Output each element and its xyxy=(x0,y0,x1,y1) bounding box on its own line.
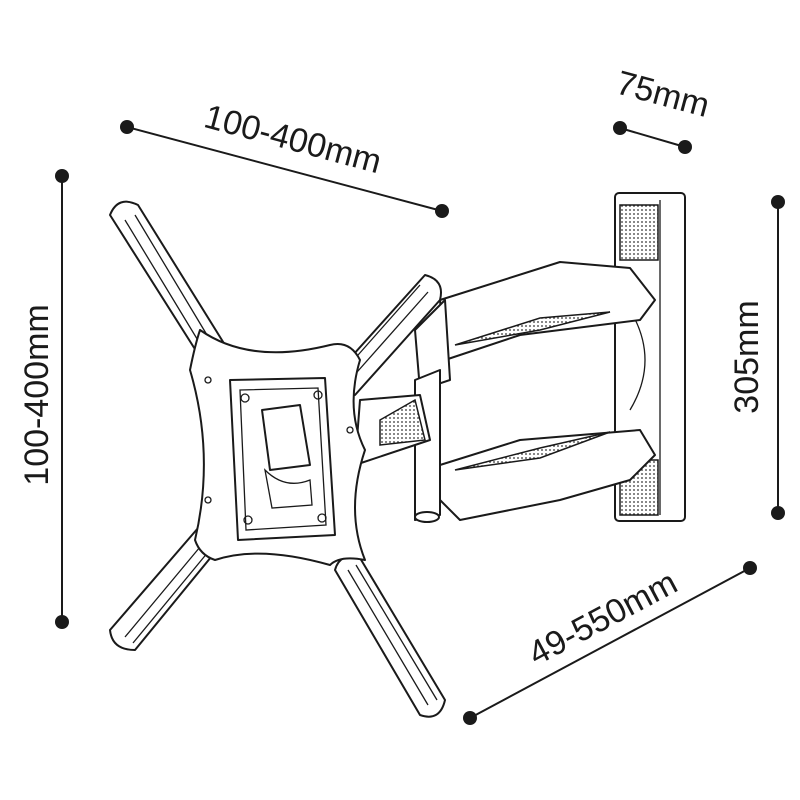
dimension-top-vesa: 100-400mm xyxy=(120,98,449,218)
bracket-arm-top-right xyxy=(334,274,442,396)
label-vesa-vertical: 100-400mm xyxy=(18,304,56,485)
label-vesa-horizontal: 100-400mm xyxy=(200,98,385,182)
articulating-arm-lower xyxy=(414,369,656,523)
dimension-wall-plate-width: 75mm xyxy=(612,64,713,154)
dimension-left-vesa: 100-400mm xyxy=(18,169,69,629)
dimension-wall-plate-height: 305mm xyxy=(728,195,785,520)
label-extension: 49-550mm xyxy=(522,563,683,673)
articulating-arm-upper xyxy=(414,261,656,391)
bracket-arm-bottom-right xyxy=(334,555,446,718)
tilt-joint xyxy=(354,394,431,466)
label-wall-plate-width: 75mm xyxy=(612,64,713,125)
dimension-extension: 49-550mm xyxy=(463,561,757,725)
bracket-center-body xyxy=(189,329,366,566)
label-wall-plate-height: 305mm xyxy=(728,300,766,413)
